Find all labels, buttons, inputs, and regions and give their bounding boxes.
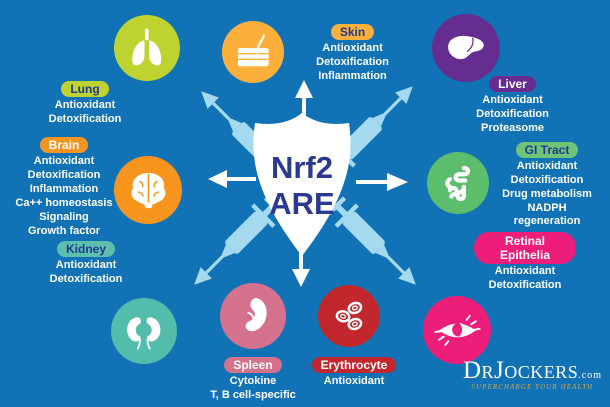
erythrocyte-label-block: Erythrocyte Antioxidant xyxy=(294,356,414,388)
kidney-circle xyxy=(111,298,177,364)
skin-effect: Inflammation xyxy=(318,70,387,82)
brain-effect: Signaling xyxy=(39,211,89,223)
liver-circle xyxy=(432,14,500,82)
kidney-effect: Detoxification xyxy=(49,273,123,285)
liver-badge: Liver xyxy=(489,76,536,92)
eye-icon xyxy=(433,314,481,346)
lung-circle xyxy=(114,15,180,81)
kidney-effect: Antioxidant xyxy=(55,259,117,271)
retinal-badge: Retinal Epithelia xyxy=(474,232,576,264)
spleen-label-block: Spleen Cytokine T, B cell-specific xyxy=(195,356,311,402)
retinal-label-block: Retinal Epithelia Antioxidant Detoxifica… xyxy=(465,232,585,292)
skin-label-block: Skin Antioxidant Detoxification Inflamma… xyxy=(295,23,410,83)
retinal-effect: Detoxification xyxy=(488,279,562,291)
brain-effect: Antioxidant xyxy=(33,155,95,167)
red-blood-cells-icon xyxy=(335,301,362,330)
gi-label-block: GI Tract Antioxidant Detoxification Drug… xyxy=(495,141,599,228)
gi-effect: Drug metabolism xyxy=(502,188,592,200)
retinal-circle xyxy=(423,296,491,364)
brain-label-block: Brain Antioxidant Detoxification Inflamm… xyxy=(0,136,128,238)
brain-icon xyxy=(131,172,165,208)
lungs-icon xyxy=(132,28,162,66)
skin-effect: Antioxidant xyxy=(322,42,383,54)
shield-icon xyxy=(253,113,351,256)
erythrocyte-effect: Antioxidant xyxy=(323,375,385,387)
spleen-badge: Spleen xyxy=(224,357,282,373)
arrow-left-icon xyxy=(208,170,256,188)
gi-tract-circle xyxy=(427,152,489,214)
lung-effect: Antioxidant xyxy=(54,99,116,111)
skin-icon xyxy=(237,34,269,66)
kidney-label-block: Kidney Antioxidant Detoxification xyxy=(26,240,146,286)
brain-circle xyxy=(114,156,182,224)
shield-title-line1: Nrf2 xyxy=(270,150,333,185)
gi-effect: NADPH regeneration xyxy=(513,202,581,227)
spleen-icon xyxy=(245,298,267,332)
retinal-effect: Antioxidant xyxy=(494,265,556,277)
brain-effect: Inflammation xyxy=(29,183,99,195)
shield-title-line2: ARE xyxy=(269,186,335,221)
brain-badge: Brain xyxy=(39,137,89,153)
spleen-effect: Cytokine xyxy=(229,375,277,387)
gi-effect: Antioxidant xyxy=(516,160,578,172)
brain-effect: Ca++ homeostasis xyxy=(15,197,113,209)
intestines-icon xyxy=(444,165,470,201)
skin-badge: Skin xyxy=(330,24,375,40)
arrow-right-icon xyxy=(356,173,408,191)
brain-effect: Growth factor xyxy=(27,225,101,237)
spleen-circle xyxy=(220,283,286,349)
erythrocyte-badge: Erythrocyte xyxy=(311,357,397,373)
gi-effect: Detoxification xyxy=(510,174,584,186)
drjockers-logo: DrJockers.com SUPERCHARGE YOUR HEALTH xyxy=(463,358,602,392)
spleen-effect: T, B cell-specific xyxy=(210,389,296,401)
kidneys-icon xyxy=(127,317,161,350)
kidney-badge: Kidney xyxy=(56,241,115,257)
liver-effect: Proteasome xyxy=(481,122,544,134)
liver-effect: Antioxidant xyxy=(482,94,543,106)
logo-brand-text: DrJockers xyxy=(462,357,579,384)
liver-icon xyxy=(447,35,484,59)
skin-circle xyxy=(222,21,284,83)
lung-effect: Detoxification xyxy=(48,113,122,125)
logo-tagline: SUPERCHARGE YOUR HEALTH xyxy=(471,384,594,391)
gi-badge: GI Tract xyxy=(515,142,579,158)
lung-label-block: Lung Antioxidant Detoxification xyxy=(25,80,145,126)
liver-label-block: Liver Antioxidant Detoxification Proteas… xyxy=(455,75,570,135)
brain-effect: Detoxification xyxy=(27,169,101,181)
liver-effect: Detoxification xyxy=(476,108,549,120)
skin-effect: Detoxification xyxy=(316,56,389,68)
logo-suffix-text: .com xyxy=(578,370,602,381)
lung-badge: Lung xyxy=(61,81,109,97)
erythrocyte-circle xyxy=(318,285,380,347)
